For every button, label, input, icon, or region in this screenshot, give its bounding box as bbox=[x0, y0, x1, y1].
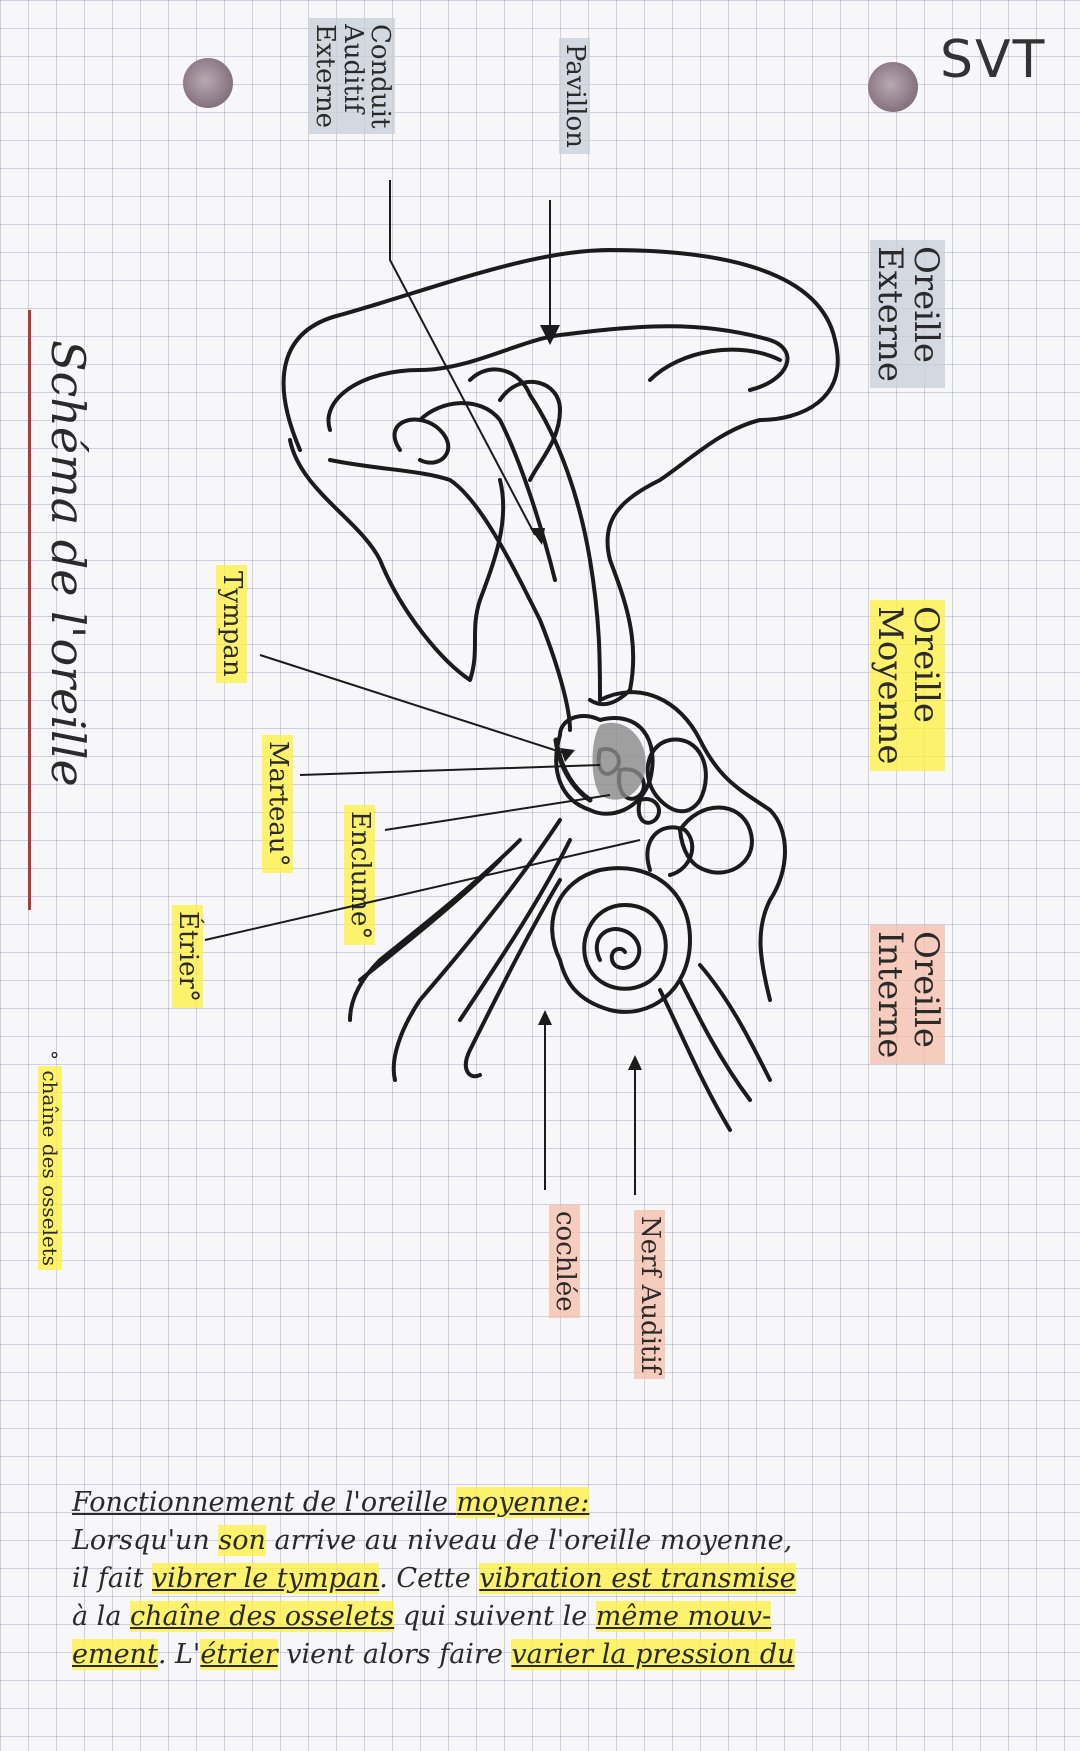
helix-curl bbox=[392, 417, 451, 465]
ear-canal-bottom bbox=[468, 367, 602, 702]
pinna-inner-fold bbox=[648, 347, 782, 382]
lower-bone-3 bbox=[463, 878, 562, 1079]
cochlea-spiral bbox=[594, 927, 642, 970]
pinna-lobe bbox=[288, 438, 506, 682]
fonctionnement-heading: Fonctionnement de l'oreille moyenne: bbox=[72, 1487, 590, 1518]
semicircular-canal-3 bbox=[645, 825, 695, 877]
auditory-nerve-3 bbox=[698, 963, 772, 1082]
binder-hole-left bbox=[183, 58, 233, 108]
outer-contour bbox=[598, 690, 787, 1002]
fonctionnement-line-1: Lorsqu'un son arrive au niveau de l'orei… bbox=[72, 1525, 793, 1556]
leader-enclume bbox=[384, 794, 611, 831]
arrow-nerf bbox=[628, 1055, 642, 1070]
semicircular-canal-1 bbox=[645, 737, 708, 814]
ossicle-stapes bbox=[636, 797, 661, 825]
arrow-tympan bbox=[560, 748, 575, 762]
cochlea-outline bbox=[550, 866, 692, 1014]
arrow-pavillon bbox=[540, 325, 560, 345]
middle-ear-shading bbox=[592, 722, 646, 800]
concha bbox=[498, 380, 562, 482]
fonctionnement-paragraph: Fonctionnement de l'oreille moyenne: Lor… bbox=[72, 1484, 1062, 1674]
pinna-fold bbox=[326, 324, 790, 432]
eustachian-tube-2 bbox=[458, 838, 572, 1022]
cochlea-spiral-outer bbox=[582, 903, 668, 991]
eardrum bbox=[553, 737, 593, 803]
binder-hole-right bbox=[868, 62, 918, 112]
auditory-nerve-2 bbox=[678, 978, 752, 1102]
ear-canal-top bbox=[328, 458, 572, 732]
title-underline bbox=[28, 310, 31, 910]
leader-marteau bbox=[299, 764, 601, 776]
leader-conduit bbox=[389, 180, 536, 536]
leader-etrier bbox=[204, 839, 641, 941]
arrow-cochlee bbox=[538, 1010, 552, 1025]
fonctionnement-line-3: à la chaîne des osselets qui suivent le … bbox=[72, 1601, 772, 1632]
fonctionnement-line-4: ement. L'étrier vient alors faire varier… bbox=[72, 1639, 795, 1670]
leader-tympan bbox=[259, 654, 571, 756]
lower-bone-2 bbox=[358, 858, 502, 982]
fonctionnement-line-2: il fait vibrer le tympan. Cette vibratio… bbox=[72, 1563, 796, 1594]
auditory-nerve-1 bbox=[658, 988, 732, 1132]
eustachian-tube-1 bbox=[391, 818, 562, 1082]
pinna-outline bbox=[281, 248, 840, 707]
arrow-conduit bbox=[530, 528, 545, 545]
subject-label: SVT bbox=[940, 30, 1047, 90]
